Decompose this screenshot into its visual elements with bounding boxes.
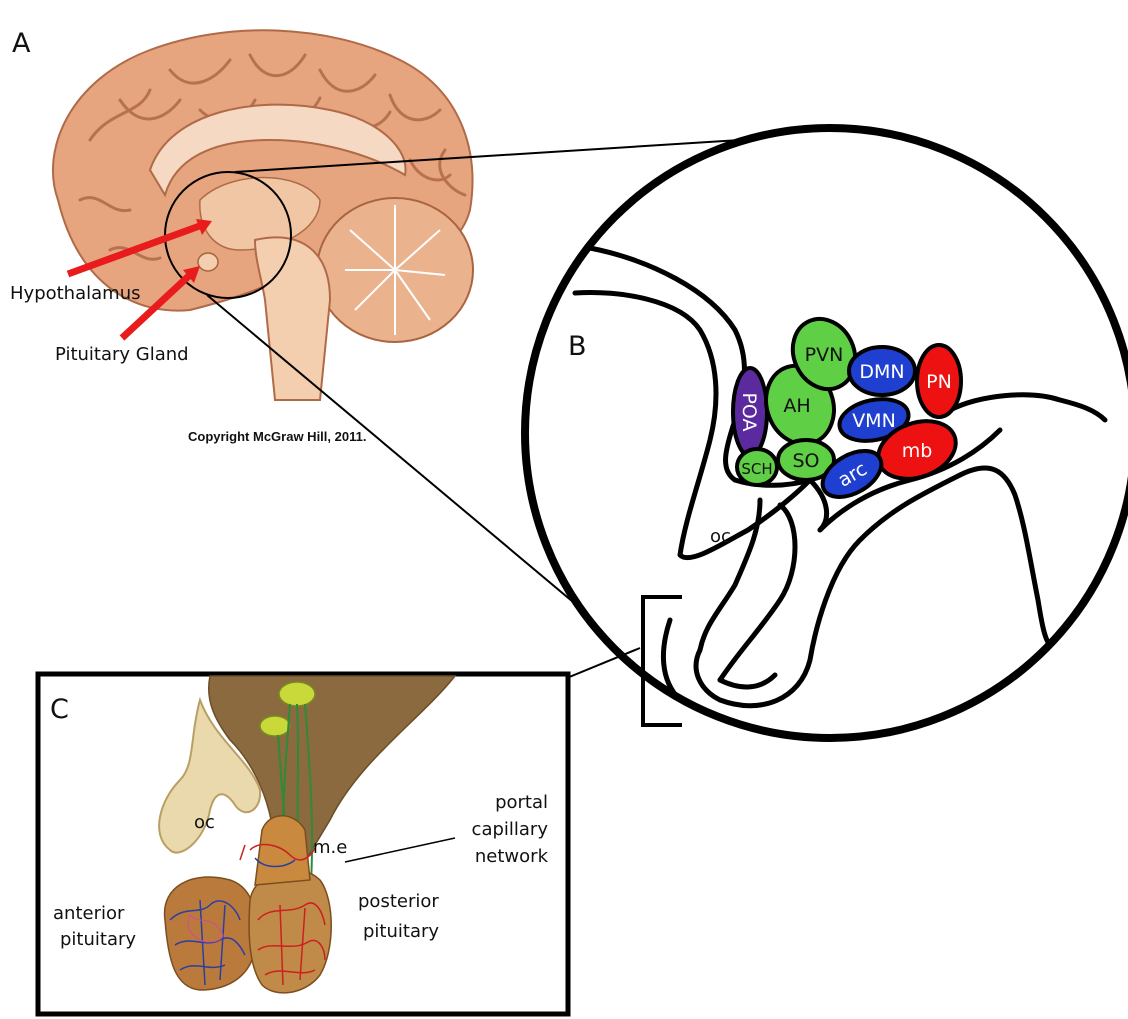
pituitary-gland-shape xyxy=(198,253,218,271)
anterior-pituitary-label-1: anterior xyxy=(53,903,125,924)
nucleus-dmn: DMN xyxy=(849,347,915,395)
portal-label-line-2: capillary xyxy=(472,819,549,840)
nucleus-pvn-label: PVN xyxy=(805,344,844,366)
cerebellum xyxy=(317,198,473,342)
nucleus-vmn-label: VMN xyxy=(852,410,896,432)
nucleus-so-label: SO xyxy=(792,450,819,472)
anterior-pituitary-shape xyxy=(165,877,257,990)
brainstem xyxy=(255,238,330,401)
panel-b-oc-label: oc xyxy=(710,526,731,547)
posterior-pituitary-label-2: pituitary xyxy=(363,921,439,942)
panel-b-letter: B xyxy=(568,331,587,362)
panel-c-letter: C xyxy=(50,694,69,725)
nucleus-mb-label: mb xyxy=(902,440,933,462)
nucleus-sch-label: SCH xyxy=(741,460,772,478)
portal-label-line-3: network xyxy=(475,846,549,867)
median-eminence-label: m.e xyxy=(313,837,347,858)
posterior-pituitary-label-1: posterior xyxy=(358,891,439,912)
panel-a-letter: A xyxy=(12,28,31,59)
panel-c-oc-label: oc xyxy=(194,812,215,833)
posterior-pituitary-shape xyxy=(249,870,331,993)
hypothalamus-label: Hypothalamus xyxy=(10,283,140,304)
nucleus-poa: POA xyxy=(733,368,767,456)
nucleus-ah-label: AH xyxy=(783,395,810,417)
nucleus-pn-label: PN xyxy=(926,371,952,393)
nucleus-sch: SCH xyxy=(737,449,777,485)
panel-c: C xyxy=(38,674,568,1014)
median-eminence-shape xyxy=(255,816,310,885)
copyright-text: Copyright McGraw Hill, 2011. xyxy=(188,429,366,444)
nucleus-dmn-label: DMN xyxy=(859,361,904,383)
pituitary-gland-label: Pituitary Gland xyxy=(55,344,189,365)
nucleus-pn: PN xyxy=(917,345,961,417)
panel-a: A xyxy=(10,28,473,444)
portal-label-line-1: portal xyxy=(495,792,548,813)
nucleus-poa-label: POA xyxy=(738,392,760,431)
panel-b: B oc POA AH PVN DMN PN VMN mb xyxy=(525,128,1128,738)
anterior-pituitary-label-2: pituitary xyxy=(60,929,136,950)
